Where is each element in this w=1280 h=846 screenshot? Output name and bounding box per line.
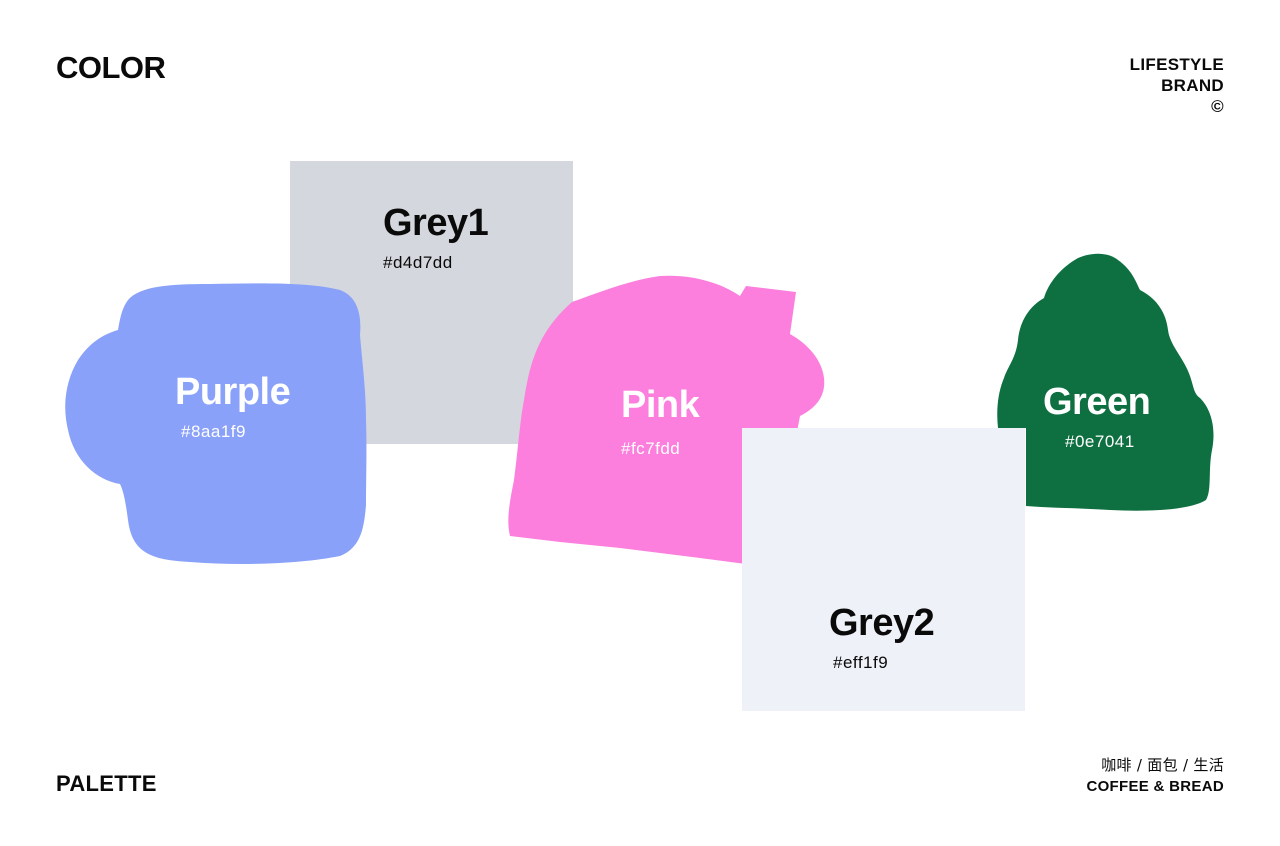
brand-line-1: LIFESTYLE (1129, 55, 1224, 74)
label-purple: Purple #8aa1f9 (175, 371, 291, 441)
swatch-name-grey2: Grey2 (829, 602, 935, 644)
copyright-mark: © (1211, 97, 1224, 116)
swatch-hex-grey2: #eff1f9 (833, 653, 889, 672)
page-title: COLOR (56, 50, 166, 85)
tagline-chinese: 咖啡 / 面包 / 生活 (1101, 756, 1224, 774)
swatch-hex-purple: #8aa1f9 (181, 422, 246, 441)
label-pink: Pink #fc7fdd (621, 384, 700, 458)
label-grey1: Grey1 #d4d7dd (383, 202, 489, 272)
label-grey2: Grey2 #eff1f9 (829, 602, 935, 672)
brand-line-2: BRAND (1161, 76, 1224, 95)
swatch-purple (65, 283, 367, 564)
label-green: Green #0e7041 (1043, 381, 1151, 451)
swatch-hex-green: #0e7041 (1065, 432, 1135, 451)
swatch-name-purple: Purple (175, 371, 291, 413)
swatch-green (997, 253, 1214, 511)
swatch-name-green: Green (1043, 381, 1151, 423)
swatch-hex-pink: #fc7fdd (621, 439, 681, 458)
palette-label: PALETTE (56, 771, 157, 796)
tagline-block: 咖啡 / 面包 / 生活 COFFEE & BREAD (1086, 755, 1224, 797)
swatch-grey2 (742, 428, 1025, 711)
tagline-english: COFFEE & BREAD (1086, 778, 1224, 795)
swatch-hex-grey1: #d4d7dd (383, 253, 453, 272)
swatch-name-pink: Pink (621, 384, 700, 426)
swatch-name-grey1: Grey1 (383, 202, 489, 244)
brand-block: LIFESTYLE BRAND © (1130, 54, 1224, 117)
